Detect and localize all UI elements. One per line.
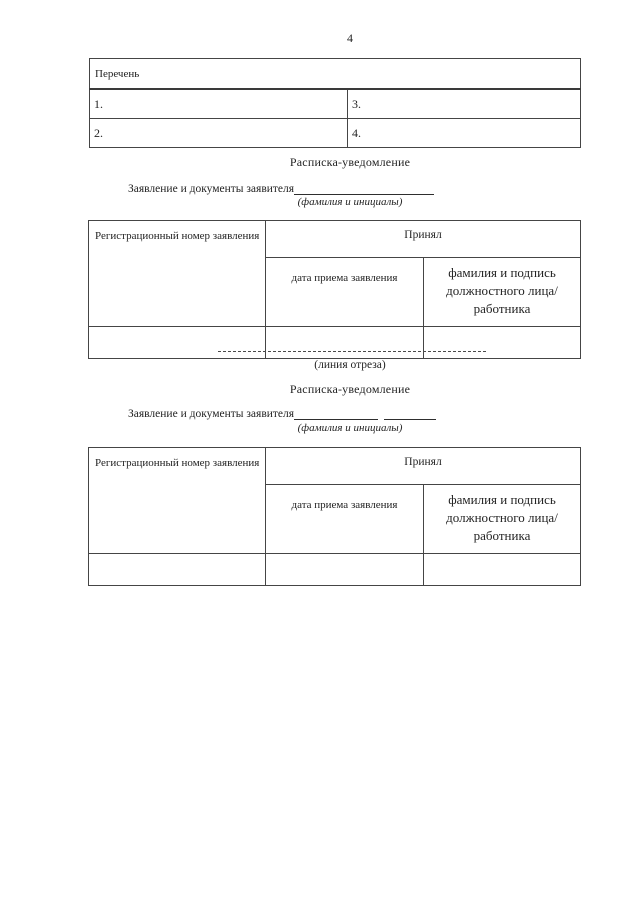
claim-fill-line-1: [294, 181, 435, 195]
receipt-table-1: Регистрационный номер заявления Принял д…: [88, 220, 581, 359]
signature-header-cell: фамилия и подпись должностного лица/рабо…: [423, 484, 581, 554]
perechen-cell-1: 1.: [89, 88, 348, 119]
perechen-table: Перечень 1. 3. 2. 4.: [88, 58, 582, 148]
perechen-cell-4: 4.: [346, 118, 582, 148]
cut-line-label: (линия отреза): [314, 359, 386, 371]
perechen-cell-3: 3.: [346, 88, 582, 119]
reg-number-header-cell: Регистрационный номер заявления: [88, 220, 266, 327]
receipt-title-1: Расписка-уведомление: [289, 155, 411, 169]
date-header-cell: дата приема заявления: [265, 484, 424, 554]
reg-number-empty-cell: [88, 326, 266, 359]
claim-hint-1: (фамилия и инициалы): [297, 196, 403, 208]
date-header-cell: дата приема заявления: [265, 257, 424, 327]
claim-hint-2: (фамилия и инициалы): [297, 422, 403, 434]
date-empty-cell: [265, 326, 424, 359]
receipt-table-2: Регистрационный номер заявления Принял д…: [88, 447, 581, 586]
accepted-header-cell: Принял: [265, 447, 581, 485]
claim-fill-line-2: [294, 406, 379, 420]
claim-label-2: Заявление и документы заявителя: [128, 408, 295, 420]
reg-number-empty-cell: [88, 553, 266, 586]
date-empty-cell: [265, 553, 424, 586]
accepted-header-cell: Принял: [265, 220, 581, 258]
signature-header-cell: фамилия и подпись должностного лица/рабо…: [423, 257, 581, 327]
signature-empty-cell: [423, 326, 581, 359]
claim-line-2: Заявление и документы заявителя: [128, 406, 437, 420]
signature-empty-cell: [423, 553, 581, 586]
receipt-title-2: Расписка-уведомление: [289, 382, 411, 396]
perechen-cell-2: 2.: [89, 118, 348, 148]
claim-label-1: Заявление и документы заявителя: [128, 183, 295, 195]
claim-fill-line-2b: [384, 406, 437, 420]
reg-number-header-cell: Регистрационный номер заявления: [88, 447, 266, 554]
perechen-header-cell: Перечень: [88, 58, 582, 90]
cut-line: [218, 351, 486, 352]
claim-line-1: Заявление и документы заявителя: [128, 181, 435, 195]
page-number: 4: [347, 31, 353, 45]
